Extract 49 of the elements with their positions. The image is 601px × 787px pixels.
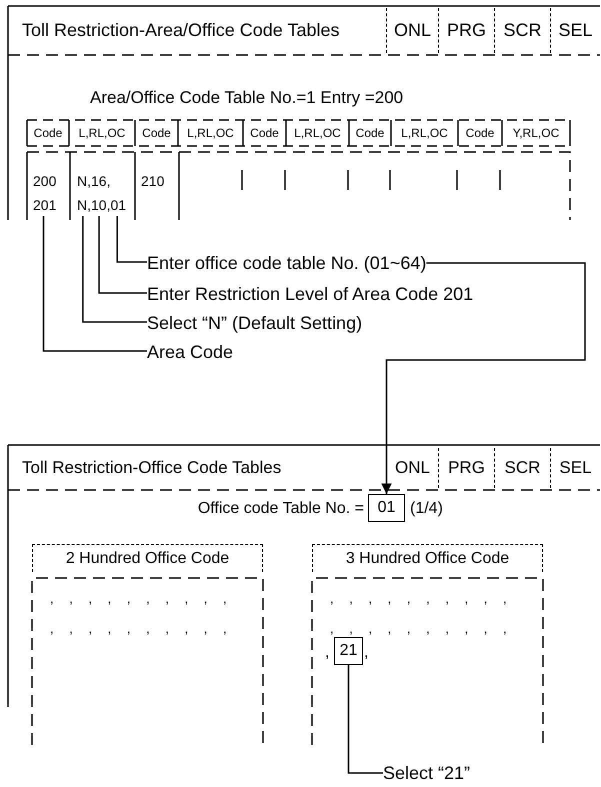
menu-tab: PRG [438,448,494,488]
column-header: Code [354,125,386,142]
menu-tab: SCR [494,448,550,488]
screen-title: Toll Restriction-Area/Office Code Tables [10,8,384,53]
table-cell: N,10,01 [77,194,126,216]
separator-comma: , [325,643,330,663]
column-header: L,RL,OC [186,125,235,142]
leader-line [348,665,383,774]
callout-text: Select “N” (Default Setting) [147,310,362,336]
callout-text: Enter office code table No. (01~64) [147,250,426,276]
table-cell: 201 [33,194,56,216]
table-cell-text: 210 [141,172,164,191]
table-cell-text: 200 [33,172,56,191]
menu-tab: SEL [550,448,600,488]
leader-line [116,216,147,263]
column-header: Y,RL,OC [512,125,560,142]
callout-text: Select “21” [383,760,470,786]
column-header: Code [141,125,172,142]
menu-tab: SEL [550,8,600,53]
column-header: L,RL,OC [293,125,342,142]
leader-line [98,216,147,294]
menu-tab: SCR [494,8,550,53]
table-title: Area/Office Code Table No.=1 Entry =200 [90,87,404,109]
separator-comma: , [364,643,368,663]
table-cell-text: N,16, [77,172,110,191]
comma-row-text: , , , , , , , , , , [330,620,507,638]
menu-tab: ONL [386,448,438,488]
leader-line [42,216,147,352]
column-header: Code [464,125,496,142]
callout-text: Enter Restriction Level of Area Code 201 [147,281,474,307]
section-header: 2 Hundred Office Code [32,544,263,572]
column-header: L,RL,OC [78,125,126,142]
page-indicator: (1/4) [410,499,443,519]
column-header: Code [249,125,280,142]
comma-row-text: , , , , , , , , , , [50,590,227,608]
comma-row-text: , , , , , , , , , , [330,590,507,608]
menu-tab: ONL [386,8,438,53]
section-header: 3 Hundred Office Code [312,544,543,572]
column-header: L,RL,OC [400,125,449,142]
comma-row-text: , , , , , , , , , , [50,620,227,638]
screen-title: Toll Restriction-Office Code Tables [10,448,384,488]
value-field: 21 [334,637,363,665]
field-label: Office code Table No. = [196,499,364,519]
arrow [381,262,586,494]
column-header: Code [32,125,64,142]
leader-line [82,216,147,323]
value-field: 01 [368,494,405,522]
menu-tab: PRG [438,8,494,53]
callout-text: Area Code [147,339,234,365]
